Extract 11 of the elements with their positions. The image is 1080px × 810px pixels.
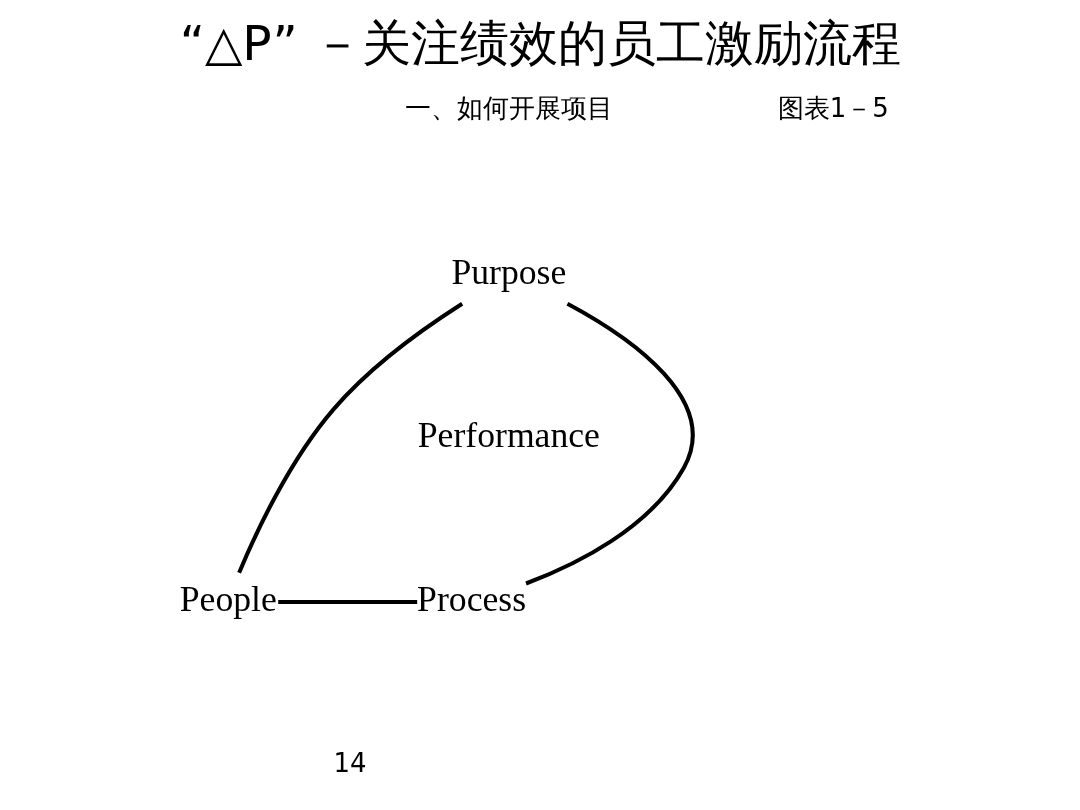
diagram-title: “△P” －关注绩效的员工激励流程 [179,15,901,72]
label: 一、如何开展项目 [404,92,613,123]
label: 图表1－5 [777,92,889,123]
connector [524,301,695,586]
node-text: Process [416,579,526,620]
label: Performance [417,415,600,456]
node-text: People [179,579,277,620]
connector [277,600,417,605]
label: 14 [332,748,366,779]
node-text: Purpose [450,251,566,292]
connector [236,302,463,574]
